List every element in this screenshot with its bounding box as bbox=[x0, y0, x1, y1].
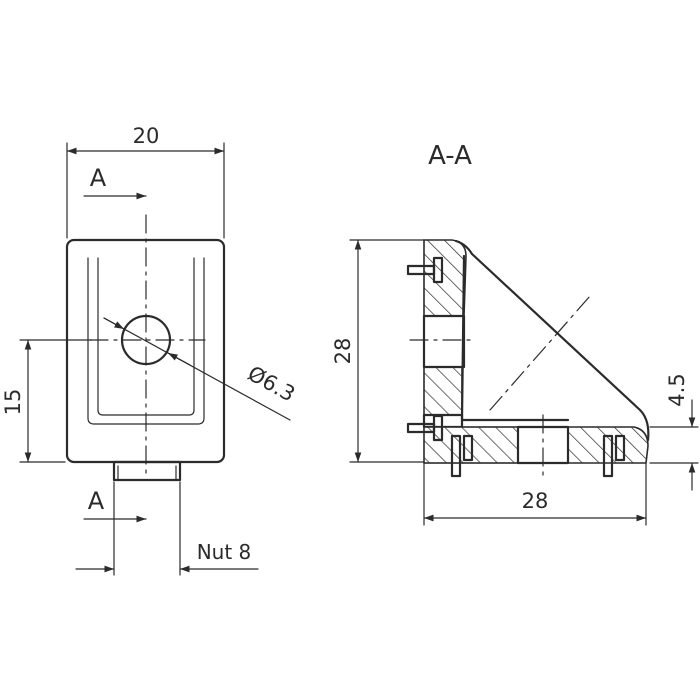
diagonal-rib bbox=[454, 239, 650, 442]
hole-diameter-callout: Ø6.3 bbox=[103, 317, 299, 421]
section-marker-top-label: A bbox=[90, 164, 107, 192]
vertical-leg-mid bbox=[423, 366, 463, 416]
nut-width-dimension: Nut 8 bbox=[75, 481, 259, 576]
horizontal-leg-right bbox=[567, 426, 649, 464]
thickness-label: 4.5 bbox=[665, 373, 689, 406]
section-marker-bottom: A bbox=[83, 487, 147, 523]
section-width-label: 28 bbox=[522, 489, 549, 513]
section-view bbox=[406, 239, 650, 478]
front-view bbox=[65, 214, 226, 482]
section-marker-bottom-label: A bbox=[88, 487, 105, 515]
nut-label: Nut 8 bbox=[197, 540, 252, 564]
hole-height-dimension: 15 bbox=[1, 339, 93, 463]
section-title: A-A bbox=[428, 141, 472, 171]
front-width-dimension: 20 bbox=[66, 124, 225, 239]
section-marker-top: A bbox=[83, 164, 147, 200]
thickness-dimension: 4.5 bbox=[649, 373, 699, 491]
vertical-leg-top bbox=[423, 239, 467, 317]
section-width-dimension: 28 bbox=[423, 463, 647, 526]
diagonal-centerline bbox=[489, 295, 591, 411]
section-height-dimension: 28 bbox=[331, 239, 425, 463]
hole-height-label: 15 bbox=[1, 389, 25, 416]
nut-tab bbox=[112, 460, 182, 482]
front-width-label: 20 bbox=[133, 124, 160, 148]
left-pegs bbox=[406, 256, 444, 442]
section-height-label: 28 bbox=[331, 338, 355, 365]
bottom-pegs bbox=[450, 434, 626, 478]
